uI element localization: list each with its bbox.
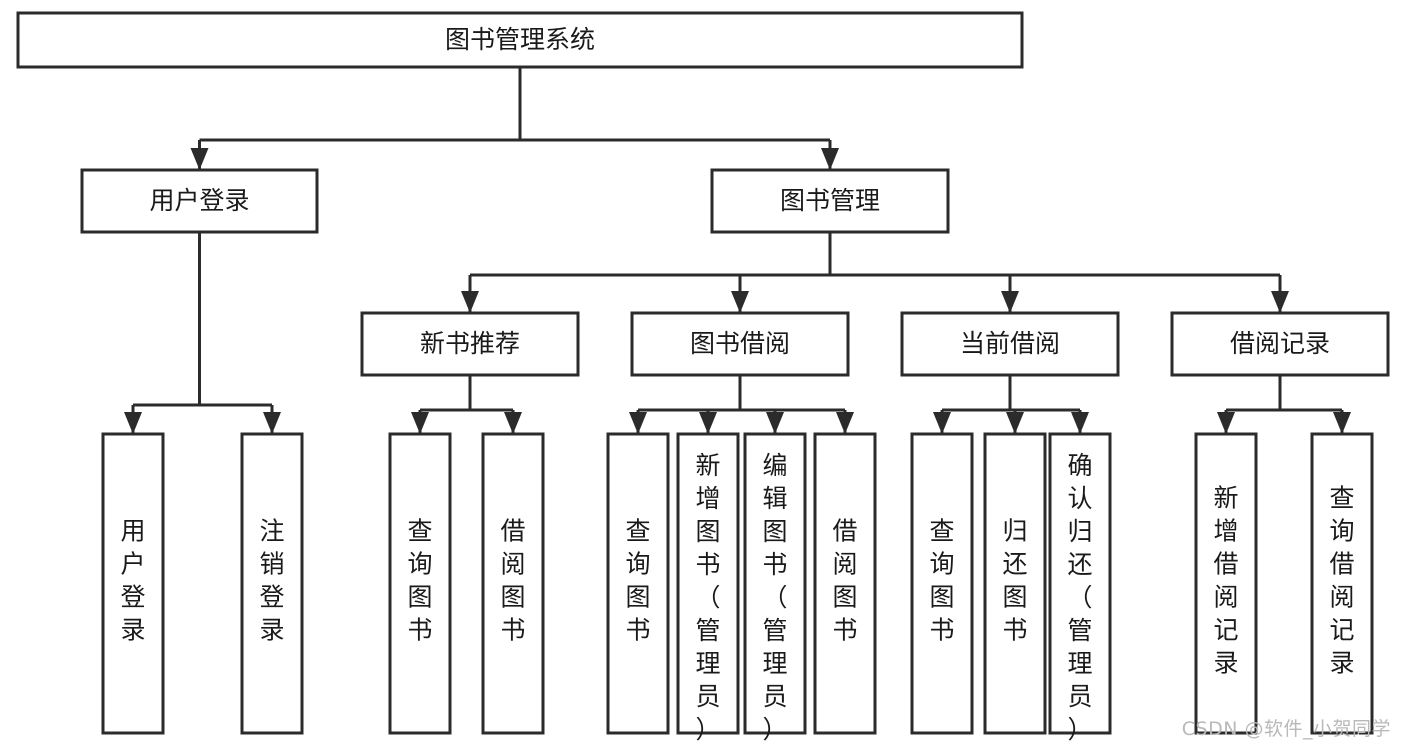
arrow-head-icon xyxy=(1333,412,1351,434)
leaf-outline xyxy=(813,432,877,735)
node-boxes: 图书管理系统用户登录图书管理新书推荐图书借阅当前借阅借阅记录用户登录注销登录查询… xyxy=(16,11,1390,744)
arrow-head-icon xyxy=(263,412,281,434)
leaf-outline xyxy=(676,432,740,735)
leaf-label: 查询图书 xyxy=(625,517,650,645)
node-label: 图书管理 xyxy=(780,186,880,215)
arrow-head-icon xyxy=(731,291,749,313)
leaf-node-leaf-logout[interactable]: 注销登录 xyxy=(240,432,304,735)
leaf-outline xyxy=(240,432,304,735)
node-label: 图书管理系统 xyxy=(445,25,595,54)
node-user-login[interactable]: 用户登录 xyxy=(80,168,319,234)
node-outline xyxy=(630,311,850,377)
leaf-outline xyxy=(101,432,165,735)
leaf-node-leaf-user-login[interactable]: 用户登录 xyxy=(101,432,165,735)
leaf-outline xyxy=(983,432,1047,735)
leaf-node-leaf-add-borrow-record[interactable]: 新增借阅记录 xyxy=(1194,432,1258,735)
arrow-head-icon xyxy=(1271,291,1289,313)
node-label: 当前借阅 xyxy=(960,329,1060,358)
leaf-label: 借阅图书 xyxy=(832,517,857,645)
leaf-outline xyxy=(743,432,807,735)
node-label: 新书推荐 xyxy=(420,329,520,358)
arrow-head-icon xyxy=(836,412,854,434)
node-label: 用户登录 xyxy=(149,186,249,215)
leaf-label: 查询图书 xyxy=(929,517,954,645)
leaf-label: 借阅图书 xyxy=(500,517,525,645)
node-root-root[interactable]: 图书管理系统 xyxy=(16,11,1024,69)
arrow-head-icon xyxy=(411,412,429,434)
leaf-outline xyxy=(1048,432,1112,735)
leaf-outline xyxy=(481,432,545,735)
leaf-label: 新增图书（管理员） xyxy=(695,451,720,744)
leaf-outline xyxy=(910,432,974,735)
arrow-head-icon xyxy=(821,148,839,170)
node-new-book-recommend[interactable]: 新书推荐 xyxy=(360,311,580,377)
node-borrow-record[interactable]: 借阅记录 xyxy=(1170,311,1390,377)
node-label: 借阅记录 xyxy=(1230,329,1330,358)
leaf-label: 用户登录 xyxy=(120,517,145,645)
leaf-label: 注销登录 xyxy=(259,517,284,645)
leaf-label: 编辑图书（管理员） xyxy=(762,451,787,744)
node-current-borrow[interactable]: 当前借阅 xyxy=(900,311,1120,377)
arrow-head-icon xyxy=(766,412,784,434)
leaf-outline xyxy=(606,432,670,735)
leaf-label: 查询借阅记录 xyxy=(1329,484,1354,678)
leaf-node-leaf-confirm-return-admin[interactable]: 确认归还（管理员） xyxy=(1048,432,1112,744)
leaf-node-leaf-query-book-recommend[interactable]: 查询图书 xyxy=(388,432,452,735)
arrow-head-icon xyxy=(190,148,209,170)
node-book-borrow[interactable]: 图书借阅 xyxy=(630,311,850,377)
arrow-head-icon xyxy=(699,412,717,434)
leaf-node-leaf-return-book[interactable]: 归还图书 xyxy=(983,432,1047,735)
leaf-node-leaf-query-book-borrow[interactable]: 查询图书 xyxy=(606,432,670,735)
node-outline xyxy=(710,168,950,234)
arrow-head-icon xyxy=(461,291,479,313)
node-label: 图书借阅 xyxy=(690,329,790,358)
leaf-outline xyxy=(388,432,452,735)
leaf-outline xyxy=(1310,432,1374,735)
arrow-head-icon xyxy=(933,412,951,434)
node-outline xyxy=(1170,311,1390,377)
arrow-head-icon xyxy=(1001,291,1019,313)
connector-lines xyxy=(124,67,1351,434)
leaf-label: 新增借阅记录 xyxy=(1213,484,1238,678)
node-book-management[interactable]: 图书管理 xyxy=(710,168,950,234)
leaf-label: 确认归还（管理员） xyxy=(1067,451,1092,744)
leaf-label: 查询图书 xyxy=(407,517,432,645)
node-outline xyxy=(900,311,1120,377)
arrow-head-icon xyxy=(1006,412,1024,434)
leaf-label: 归还图书 xyxy=(1002,517,1027,645)
node-outline xyxy=(80,168,319,234)
leaf-node-leaf-borrow-book[interactable]: 借阅图书 xyxy=(813,432,877,735)
node-outline xyxy=(360,311,580,377)
node-outline xyxy=(16,11,1024,69)
arrow-head-icon xyxy=(629,412,647,434)
arrow-head-icon xyxy=(504,412,522,434)
arrow-head-icon xyxy=(1071,412,1089,434)
leaf-node-leaf-edit-book-admin[interactable]: 编辑图书（管理员） xyxy=(743,432,807,744)
leaf-node-leaf-borrow-book-recommend[interactable]: 借阅图书 xyxy=(481,432,545,735)
leaf-node-leaf-query-book-current[interactable]: 查询图书 xyxy=(910,432,974,735)
leaf-outline xyxy=(1194,432,1258,735)
arrow-head-icon xyxy=(124,412,142,434)
arrow-head-icon xyxy=(1217,412,1235,434)
leaf-node-leaf-query-borrow-record[interactable]: 查询借阅记录 xyxy=(1310,432,1374,735)
leaf-node-leaf-add-book-admin[interactable]: 新增图书（管理员） xyxy=(676,432,740,744)
